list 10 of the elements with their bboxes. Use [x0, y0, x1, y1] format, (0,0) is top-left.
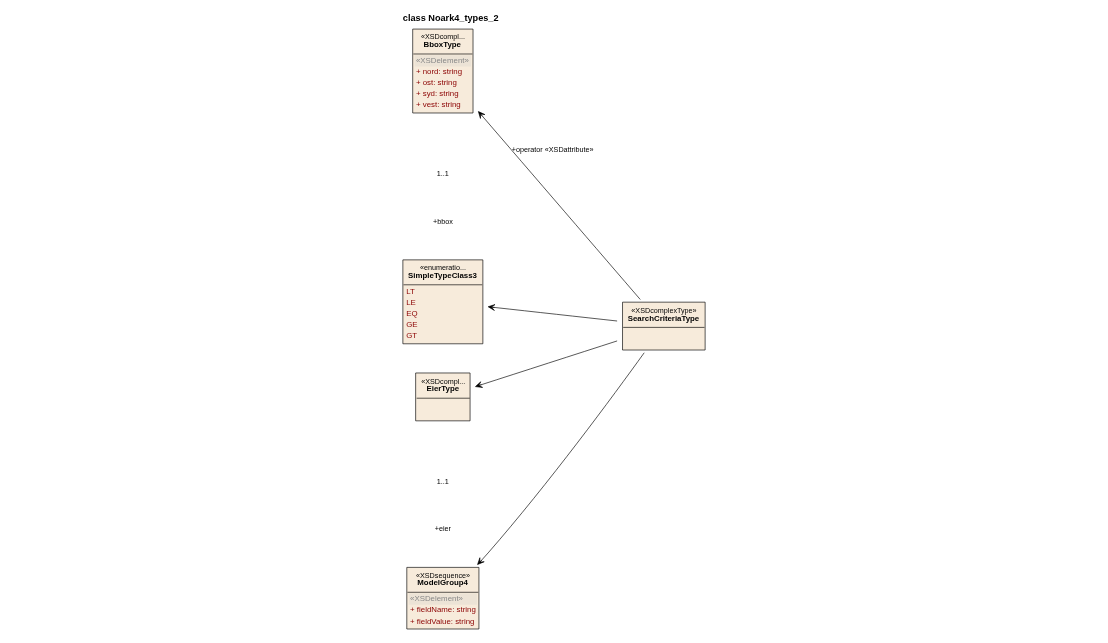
arrow — [475, 340, 618, 388]
label: 1..1 — [436, 169, 449, 179]
arrow — [487, 304, 618, 322]
label: +eier — [434, 524, 451, 534]
label: +bbox — [432, 216, 453, 226]
edge-label: +operator «XSDattribute» — [511, 144, 594, 154]
arrow — [477, 352, 645, 565]
diagram-title: class Noark4_types_2 — [402, 12, 499, 23]
arrow — [478, 111, 641, 300]
label: 1..1 — [436, 476, 449, 486]
